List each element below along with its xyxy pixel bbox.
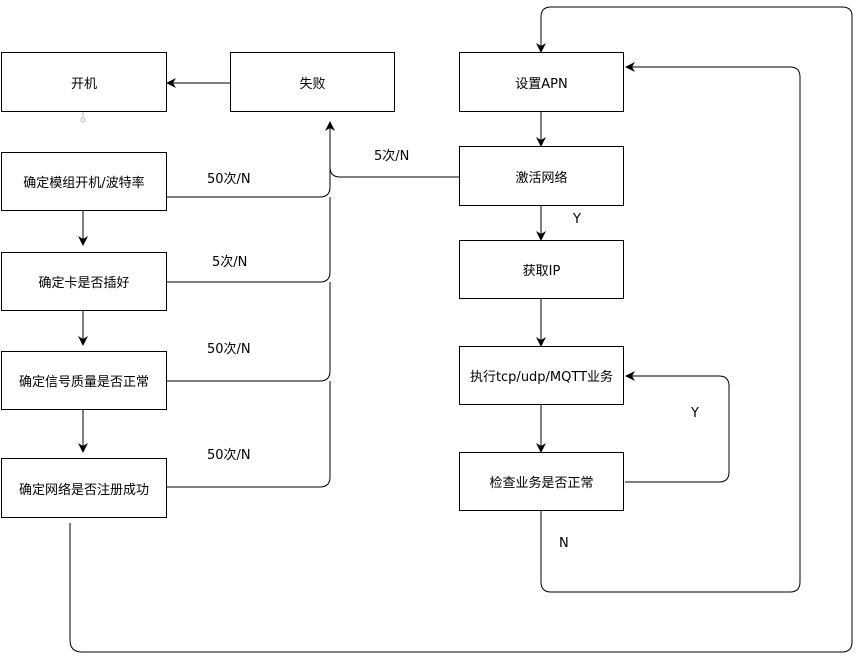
node-check-module: 确定模组开机/波特率 [1, 152, 167, 211]
node-check-registration: 确定网络是否注册成功 [1, 458, 167, 518]
label-business-fail: N [559, 536, 569, 551]
node-check-business: 检查业务是否正常 [459, 452, 624, 511]
node-power-on: 开机 [1, 52, 167, 112]
edge-check-ok-loop [625, 371, 730, 483]
label-activate-fail: 5次/N [374, 149, 410, 164]
label-sim-fail: 5次/N [212, 255, 248, 270]
edge-signal-fail [166, 282, 331, 382]
edge-activate-fail [329, 166, 459, 178]
node-failed: 失败 [230, 52, 395, 112]
label-registration-fail: 50次/N [207, 448, 251, 463]
label-business-ok: Y [691, 406, 699, 421]
label-activate-ok: Y [573, 212, 581, 227]
edge-module-fail [166, 121, 335, 198]
node-set-apn: 设置APN [459, 52, 624, 112]
node-get-ip: 获取IP [459, 240, 624, 299]
edge-registration-fail [166, 381, 331, 488]
node-check-signal: 确定信号质量是否正常 [1, 351, 167, 410]
edge-sim-fail [166, 197, 331, 283]
edge-check-fail-loop [540, 62, 801, 593]
node-activate-network: 激活网络 [459, 146, 624, 206]
node-check-sim: 确定卡是否插好 [1, 252, 167, 311]
label-signal-fail: 50次/N [207, 342, 251, 357]
edge-registration-to-apn [69, 6, 853, 653]
node-run-business: 执行tcp/udp/MQTT业务 [459, 346, 624, 405]
label-module-fail: 50次/N [207, 172, 251, 187]
